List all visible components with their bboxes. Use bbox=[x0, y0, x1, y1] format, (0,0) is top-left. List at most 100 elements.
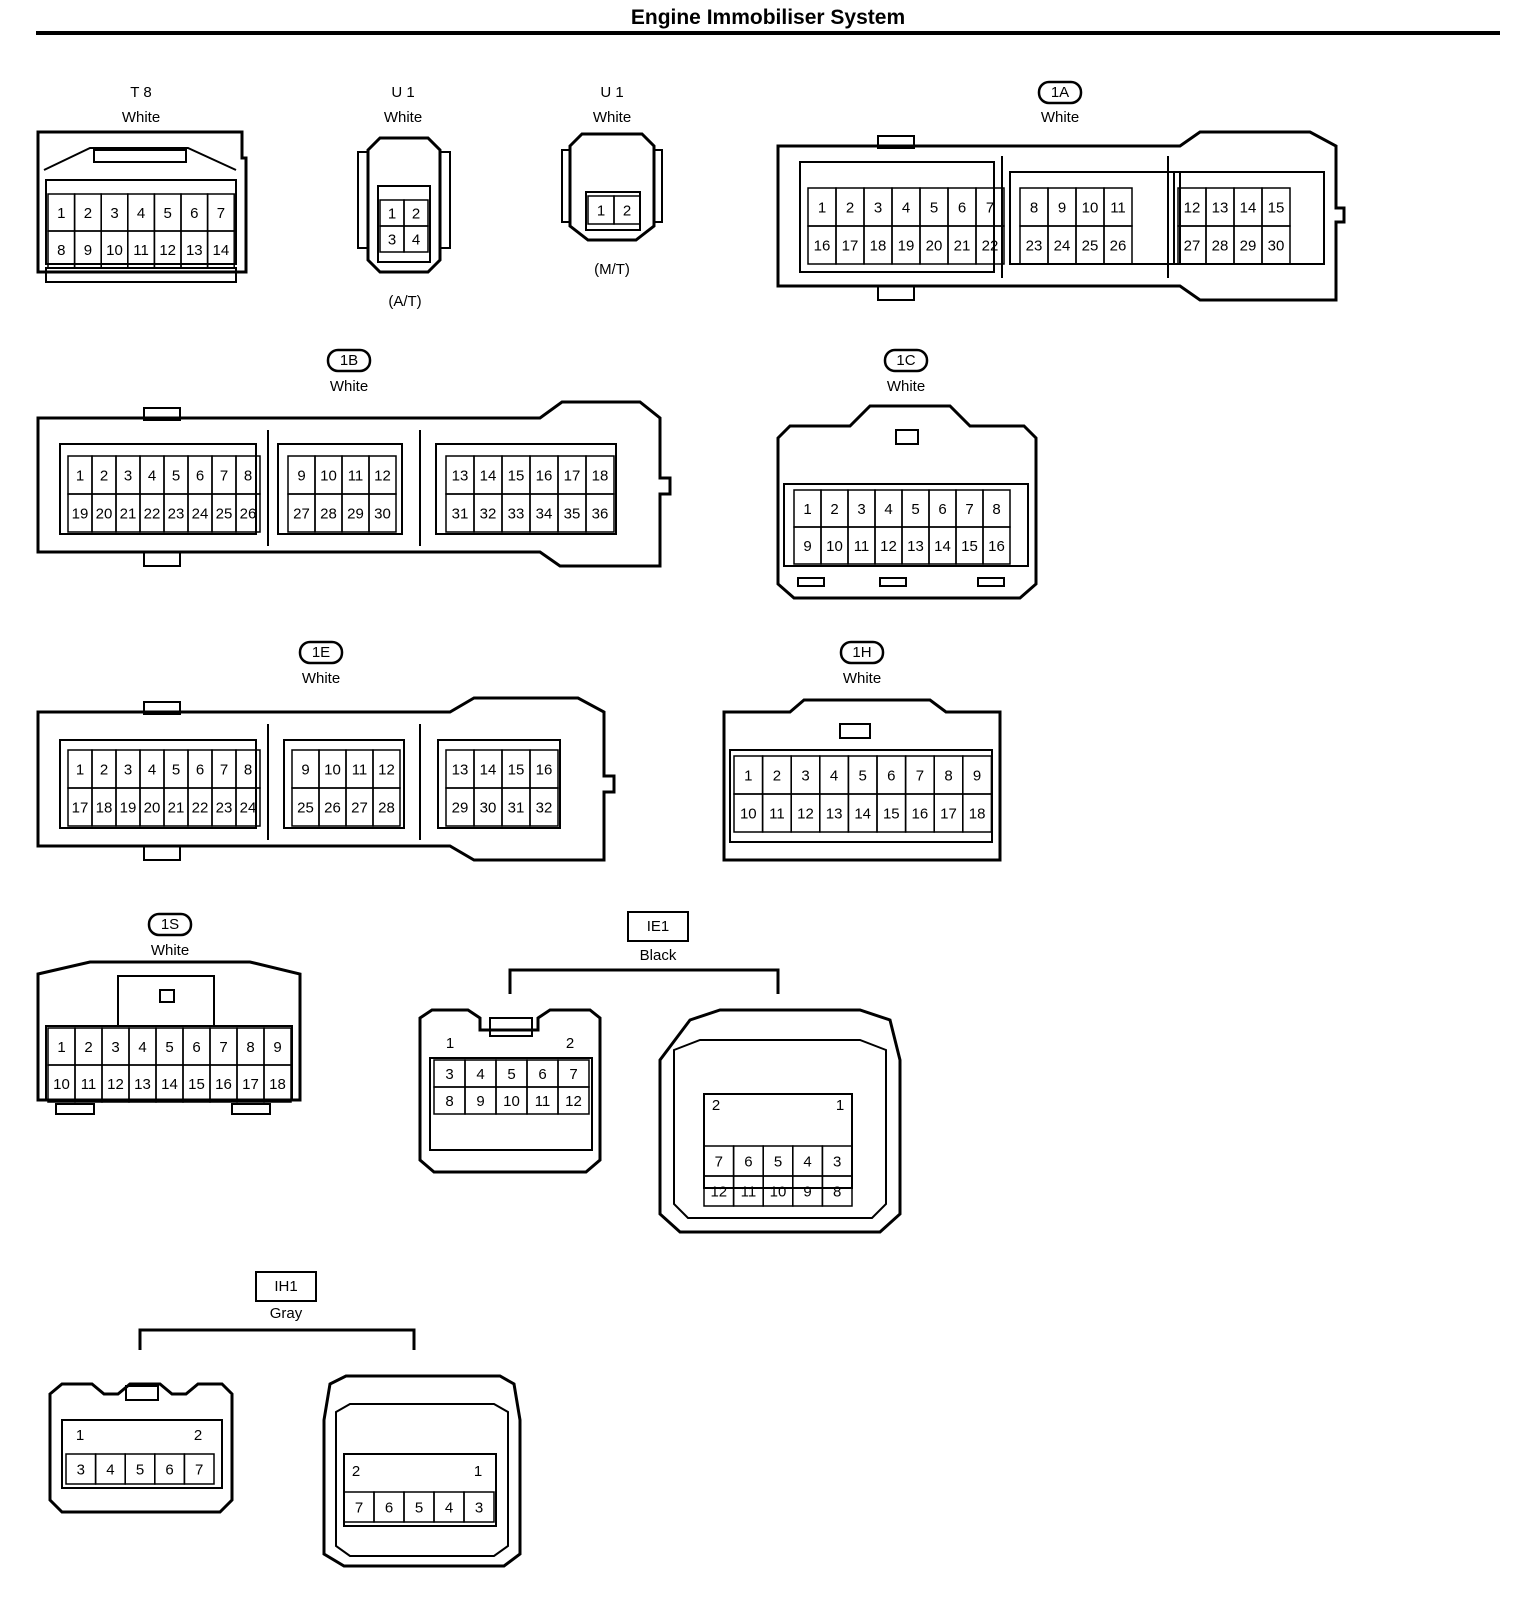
pin-number: 19 bbox=[898, 238, 915, 255]
pin-cell bbox=[368, 493, 397, 533]
pin-number: 34 bbox=[536, 506, 553, 523]
pin-number: 25 bbox=[1082, 238, 1099, 255]
pin-number: 1 bbox=[836, 1097, 844, 1114]
connector-code: 1S bbox=[161, 916, 179, 933]
outline bbox=[776, 404, 1038, 600]
pin-number: 7 bbox=[986, 200, 994, 217]
pin-number: 3 bbox=[833, 1154, 841, 1171]
pin-number: 8 bbox=[445, 1093, 453, 1110]
pin-number: 17 bbox=[72, 800, 89, 817]
pin-number: 10 bbox=[324, 762, 341, 779]
pin-number: 9 bbox=[273, 1039, 281, 1056]
pin-number: 20 bbox=[144, 800, 161, 817]
pin-number: 9 bbox=[297, 468, 305, 485]
pin-number: 1 bbox=[818, 200, 826, 217]
pin-number: 7 bbox=[220, 762, 228, 779]
pin-number: 4 bbox=[884, 501, 892, 518]
outline bbox=[36, 696, 616, 862]
pin-number: 1 bbox=[446, 1035, 454, 1052]
outline bbox=[59, 443, 257, 535]
outline bbox=[895, 429, 919, 445]
outline bbox=[357, 151, 369, 249]
pin-cell bbox=[962, 793, 993, 833]
pin-number: 15 bbox=[508, 762, 525, 779]
pin-number: 3 bbox=[874, 200, 882, 217]
outline bbox=[977, 577, 1005, 587]
pin-number: 2 bbox=[100, 762, 108, 779]
pin-number: 30 bbox=[374, 506, 391, 523]
outline bbox=[877, 285, 915, 301]
pin-number: 11 bbox=[133, 242, 149, 259]
outline bbox=[439, 151, 451, 249]
connector-code-oval bbox=[326, 348, 372, 373]
pin-number: 11 bbox=[769, 806, 785, 823]
pin-number: 20 bbox=[926, 238, 943, 255]
pin-number: 4 bbox=[148, 762, 156, 779]
pin-number: 13 bbox=[907, 538, 924, 555]
outline bbox=[335, 1403, 509, 1557]
connector-code-oval bbox=[147, 912, 193, 937]
pin-number: 2 bbox=[194, 1427, 202, 1444]
pin-number: 2 bbox=[84, 1039, 92, 1056]
connector-color: White bbox=[384, 109, 422, 126]
pin-number: 13 bbox=[134, 1076, 151, 1093]
connector-color: White bbox=[887, 378, 925, 395]
pin-number: 9 bbox=[476, 1093, 484, 1110]
outline bbox=[277, 443, 403, 535]
pin-number: 21 bbox=[120, 506, 137, 523]
pin-number: 7 bbox=[195, 1462, 203, 1479]
pin-number: 10 bbox=[740, 806, 757, 823]
pin-number: 2 bbox=[623, 203, 631, 220]
outline bbox=[48, 1382, 234, 1514]
pin-number: 28 bbox=[1212, 238, 1229, 255]
outline bbox=[561, 149, 571, 223]
pin-number: 5 bbox=[136, 1462, 144, 1479]
pin-number: 3 bbox=[124, 762, 132, 779]
pin-number: 31 bbox=[452, 506, 469, 523]
pin-number: 4 bbox=[445, 1500, 453, 1517]
pin-number: 26 bbox=[1110, 238, 1127, 255]
outline bbox=[322, 1374, 522, 1568]
pin-number: 11 bbox=[81, 1076, 97, 1093]
pin-number: 22 bbox=[982, 238, 999, 255]
outline bbox=[143, 551, 181, 567]
pin-number: 2 bbox=[84, 205, 92, 222]
pin-number: 2 bbox=[773, 768, 781, 785]
pin-number: 9 bbox=[84, 242, 92, 259]
pin-number: 11 bbox=[1110, 200, 1126, 217]
pin-number: 29 bbox=[347, 506, 364, 523]
connector-code: 1E bbox=[312, 644, 330, 661]
pin-number: 10 bbox=[106, 242, 123, 259]
pin-number: 3 bbox=[445, 1066, 453, 1083]
pin-number: 8 bbox=[992, 501, 1000, 518]
pin-number: 14 bbox=[213, 242, 230, 259]
pin-number: 11 bbox=[352, 762, 368, 779]
pin-number: 19 bbox=[120, 800, 137, 817]
outline bbox=[377, 185, 431, 263]
pin-number: 28 bbox=[320, 506, 337, 523]
outline bbox=[797, 577, 825, 587]
pin-number: 12 bbox=[374, 468, 391, 485]
pin-cell bbox=[183, 1453, 215, 1485]
pin-number: 30 bbox=[1268, 238, 1285, 255]
pin-number: 14 bbox=[480, 762, 497, 779]
pin-number: 2 bbox=[830, 501, 838, 518]
pin-number: 1 bbox=[76, 762, 84, 779]
pin-number: 18 bbox=[592, 468, 609, 485]
pin-number: 18 bbox=[969, 806, 986, 823]
pin-cell bbox=[235, 787, 261, 827]
pin-number: 7 bbox=[219, 1039, 227, 1056]
pin-number: 4 bbox=[106, 1462, 114, 1479]
pin-number: 16 bbox=[536, 762, 553, 779]
pin-number: 12 bbox=[107, 1076, 124, 1093]
pin-number: 9 bbox=[803, 538, 811, 555]
outline bbox=[799, 161, 995, 273]
pin-cell bbox=[557, 1086, 590, 1115]
connector-note: (A/T) bbox=[388, 293, 421, 310]
outline bbox=[61, 1419, 223, 1489]
connector-code-oval bbox=[839, 640, 885, 665]
outline bbox=[36, 400, 672, 568]
pin-number: 27 bbox=[351, 800, 368, 817]
